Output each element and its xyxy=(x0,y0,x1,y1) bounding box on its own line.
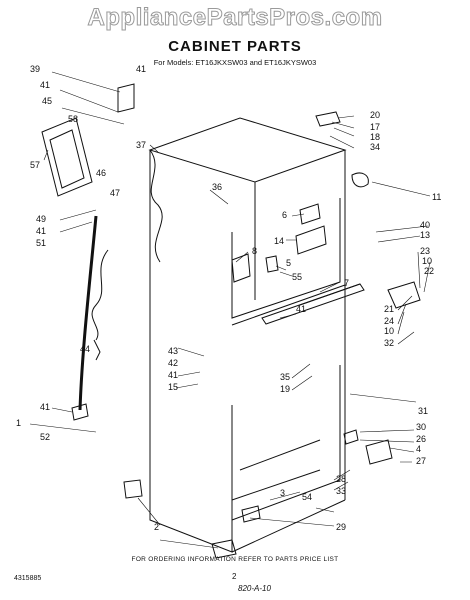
callout-label: 58 xyxy=(68,114,78,124)
page-title: CABINET PARTS xyxy=(168,38,302,55)
page-number: 2 xyxy=(232,572,237,581)
callout-label: 41 xyxy=(40,80,50,90)
cam-5 xyxy=(265,255,279,273)
callout-label: 41 xyxy=(40,402,50,412)
callout-label: 2 xyxy=(154,522,159,532)
callout-label: 42 xyxy=(168,358,178,368)
callout-label: 41 xyxy=(136,64,146,74)
callout-label: 40 xyxy=(420,220,430,230)
divider-rail xyxy=(261,283,365,325)
callout-label: 30 xyxy=(416,422,426,432)
callout-label: 52 xyxy=(40,432,50,442)
callout-label: 41 xyxy=(296,304,306,314)
callout-label: 43 xyxy=(168,346,178,356)
cord-plug xyxy=(93,339,101,361)
handwritten-code: 820-A-10 xyxy=(238,584,271,593)
drain-clip xyxy=(71,403,89,421)
base-floor xyxy=(231,469,321,501)
callout-label: 13 xyxy=(420,230,430,240)
leveling-leg-left xyxy=(123,479,143,499)
callout-label: 55 xyxy=(292,272,302,282)
callout-label: 10 xyxy=(422,256,432,266)
shelf-rail xyxy=(299,283,361,306)
leveling-foot xyxy=(211,539,237,559)
callout-label: 20 xyxy=(370,110,380,120)
callout-label: 36 xyxy=(212,182,222,192)
power-cord xyxy=(91,249,109,341)
callout-label: 31 xyxy=(418,406,428,416)
callout-label: 27 xyxy=(416,456,426,466)
callout-label: 39 xyxy=(30,64,40,74)
hinge-pin xyxy=(351,172,369,188)
callout-label: 17 xyxy=(370,122,380,132)
callout-label: 5 xyxy=(286,258,291,268)
callout-label: 24 xyxy=(384,316,394,326)
cabinet-left-side xyxy=(149,150,233,553)
callout-label: 44 xyxy=(80,344,90,354)
cabinet-top xyxy=(148,117,347,183)
cabinet-cut-edge xyxy=(149,149,163,263)
light-lens xyxy=(49,129,85,189)
top-hinge xyxy=(315,111,341,127)
callout-label: 41 xyxy=(168,370,178,380)
callout-label: 32 xyxy=(384,338,394,348)
liner-upper xyxy=(231,198,341,319)
spring-31 xyxy=(343,429,359,445)
callout-label: 54 xyxy=(302,492,312,502)
callout-label: 47 xyxy=(110,188,120,198)
drain-tube xyxy=(78,215,98,411)
callout-label: 18 xyxy=(370,132,380,142)
clip-8 xyxy=(231,253,251,283)
callout-label: 6 xyxy=(282,210,287,220)
hinge-assembly xyxy=(387,281,421,309)
liner-lower xyxy=(231,365,341,521)
callout-label: 28 xyxy=(336,474,346,484)
bracket-14 xyxy=(295,225,327,255)
callout-label: 1 xyxy=(16,418,21,428)
callout-label: 23 xyxy=(420,246,430,256)
callout-label: 33 xyxy=(336,486,346,496)
callout-label: 41 xyxy=(36,226,46,236)
kickplate-clip xyxy=(241,505,261,523)
base-floor-2 xyxy=(239,439,321,471)
callout-label: 26 xyxy=(416,434,426,444)
callout-label: 46 xyxy=(96,168,106,178)
callout-label: 3 xyxy=(280,488,285,498)
leader-lines xyxy=(29,71,431,549)
cabinet-divider xyxy=(231,284,346,326)
bracket-6 xyxy=(299,203,321,225)
light-housing xyxy=(41,117,93,197)
callout-labels: 39 41 41 45 58 57 46 47 49 41 51 44 41 5… xyxy=(16,64,441,532)
lower-hinge xyxy=(365,439,393,465)
callout-label: 37 xyxy=(136,140,146,150)
callout-label: 45 xyxy=(42,96,52,106)
callout-label: 21 xyxy=(384,304,394,314)
models-subtitle: For Models: ET16JKXSW03 and ET16JKYSW03 xyxy=(153,58,317,67)
callout-label: 7 xyxy=(344,278,349,288)
cabinet-bottom-edge xyxy=(231,499,346,553)
callout-label: 14 xyxy=(274,236,284,246)
callout-label: 49 xyxy=(36,214,46,224)
callout-label: 10 xyxy=(384,326,394,336)
callout-label: 11 xyxy=(432,192,441,202)
callout-label: 57 xyxy=(30,160,40,170)
part-number: 4315885 xyxy=(14,575,42,582)
hinge-plate xyxy=(117,83,135,113)
callout-label: 51 xyxy=(36,238,46,248)
callout-label: 4 xyxy=(416,444,421,454)
callout-label: 29 xyxy=(336,522,346,532)
ordering-note: FOR ORDERING INFORMATION REFER TO PARTS … xyxy=(131,556,339,563)
callout-label: 35 xyxy=(280,372,290,382)
watermark: AppliancePartsPros.com xyxy=(87,4,383,32)
callout-label: 19 xyxy=(280,384,290,394)
callout-label: 22 xyxy=(424,266,434,276)
callout-label: 34 xyxy=(370,142,380,152)
callout-label: 15 xyxy=(168,382,178,392)
callout-label: 8 xyxy=(252,246,257,256)
